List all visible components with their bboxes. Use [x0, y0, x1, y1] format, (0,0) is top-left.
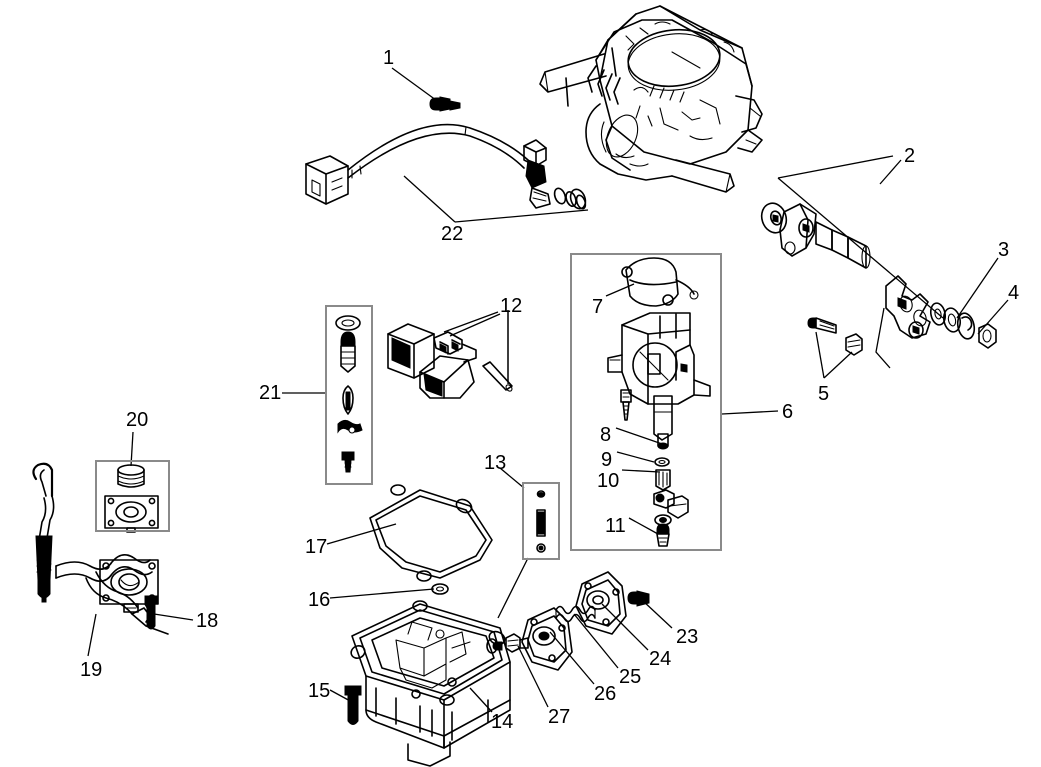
detail-box-fuel-pump-kit [95, 460, 170, 532]
callout-8: 8 [600, 424, 612, 446]
callout-3: 3 [998, 239, 1010, 261]
bowl-gasket-art [369, 484, 493, 595]
callout-11: 11 [605, 515, 626, 537]
fuel-pump-assembly-art [32, 462, 169, 635]
callout-27: 27 [548, 706, 571, 728]
callout-18: 18 [196, 610, 219, 632]
carburetor-body-art [539, 5, 763, 193]
callout-4: 4 [1008, 282, 1020, 304]
callout-2: 2 [904, 145, 916, 167]
callout-23: 23 [676, 626, 699, 648]
callout-12: 12 [500, 295, 523, 317]
callout-21: 21 [259, 382, 282, 404]
callout-24: 24 [649, 648, 672, 670]
callout-9: 9 [601, 449, 613, 471]
callout-15: 15 [308, 680, 331, 702]
main-jet-detail-art [536, 490, 546, 553]
callout-16: 16 [308, 589, 331, 611]
callout-5: 5 [818, 383, 830, 405]
callout-14: 14 [491, 711, 514, 733]
callout-19: 19 [80, 659, 103, 681]
callout-20: 20 [126, 409, 149, 431]
callout-22: 22 [441, 223, 464, 245]
callout-13: 13 [484, 452, 507, 474]
callout-6: 6 [782, 401, 794, 423]
detail-box-accelerator-pump [570, 253, 722, 551]
fuel-pump-parts-art [486, 571, 650, 671]
detail-box-main-jet [522, 482, 560, 560]
throttle-linkage-art [760, 155, 997, 369]
callout-17: 17 [305, 536, 328, 558]
callout-1: 1 [383, 47, 395, 69]
float-assembly-art [387, 310, 513, 399]
callout-10: 10 [597, 470, 620, 492]
callout-7: 7 [592, 296, 604, 318]
callout-25: 25 [619, 666, 642, 688]
solenoid-harness-art [305, 96, 587, 210]
callout-leader-lines [87, 67, 1009, 713]
accelerator-pump-art [607, 257, 711, 547]
detail-box-repair-kit [325, 305, 373, 485]
repair-kit-art [335, 315, 363, 473]
float-bowl-art [344, 600, 511, 767]
callout-26: 26 [594, 683, 617, 705]
